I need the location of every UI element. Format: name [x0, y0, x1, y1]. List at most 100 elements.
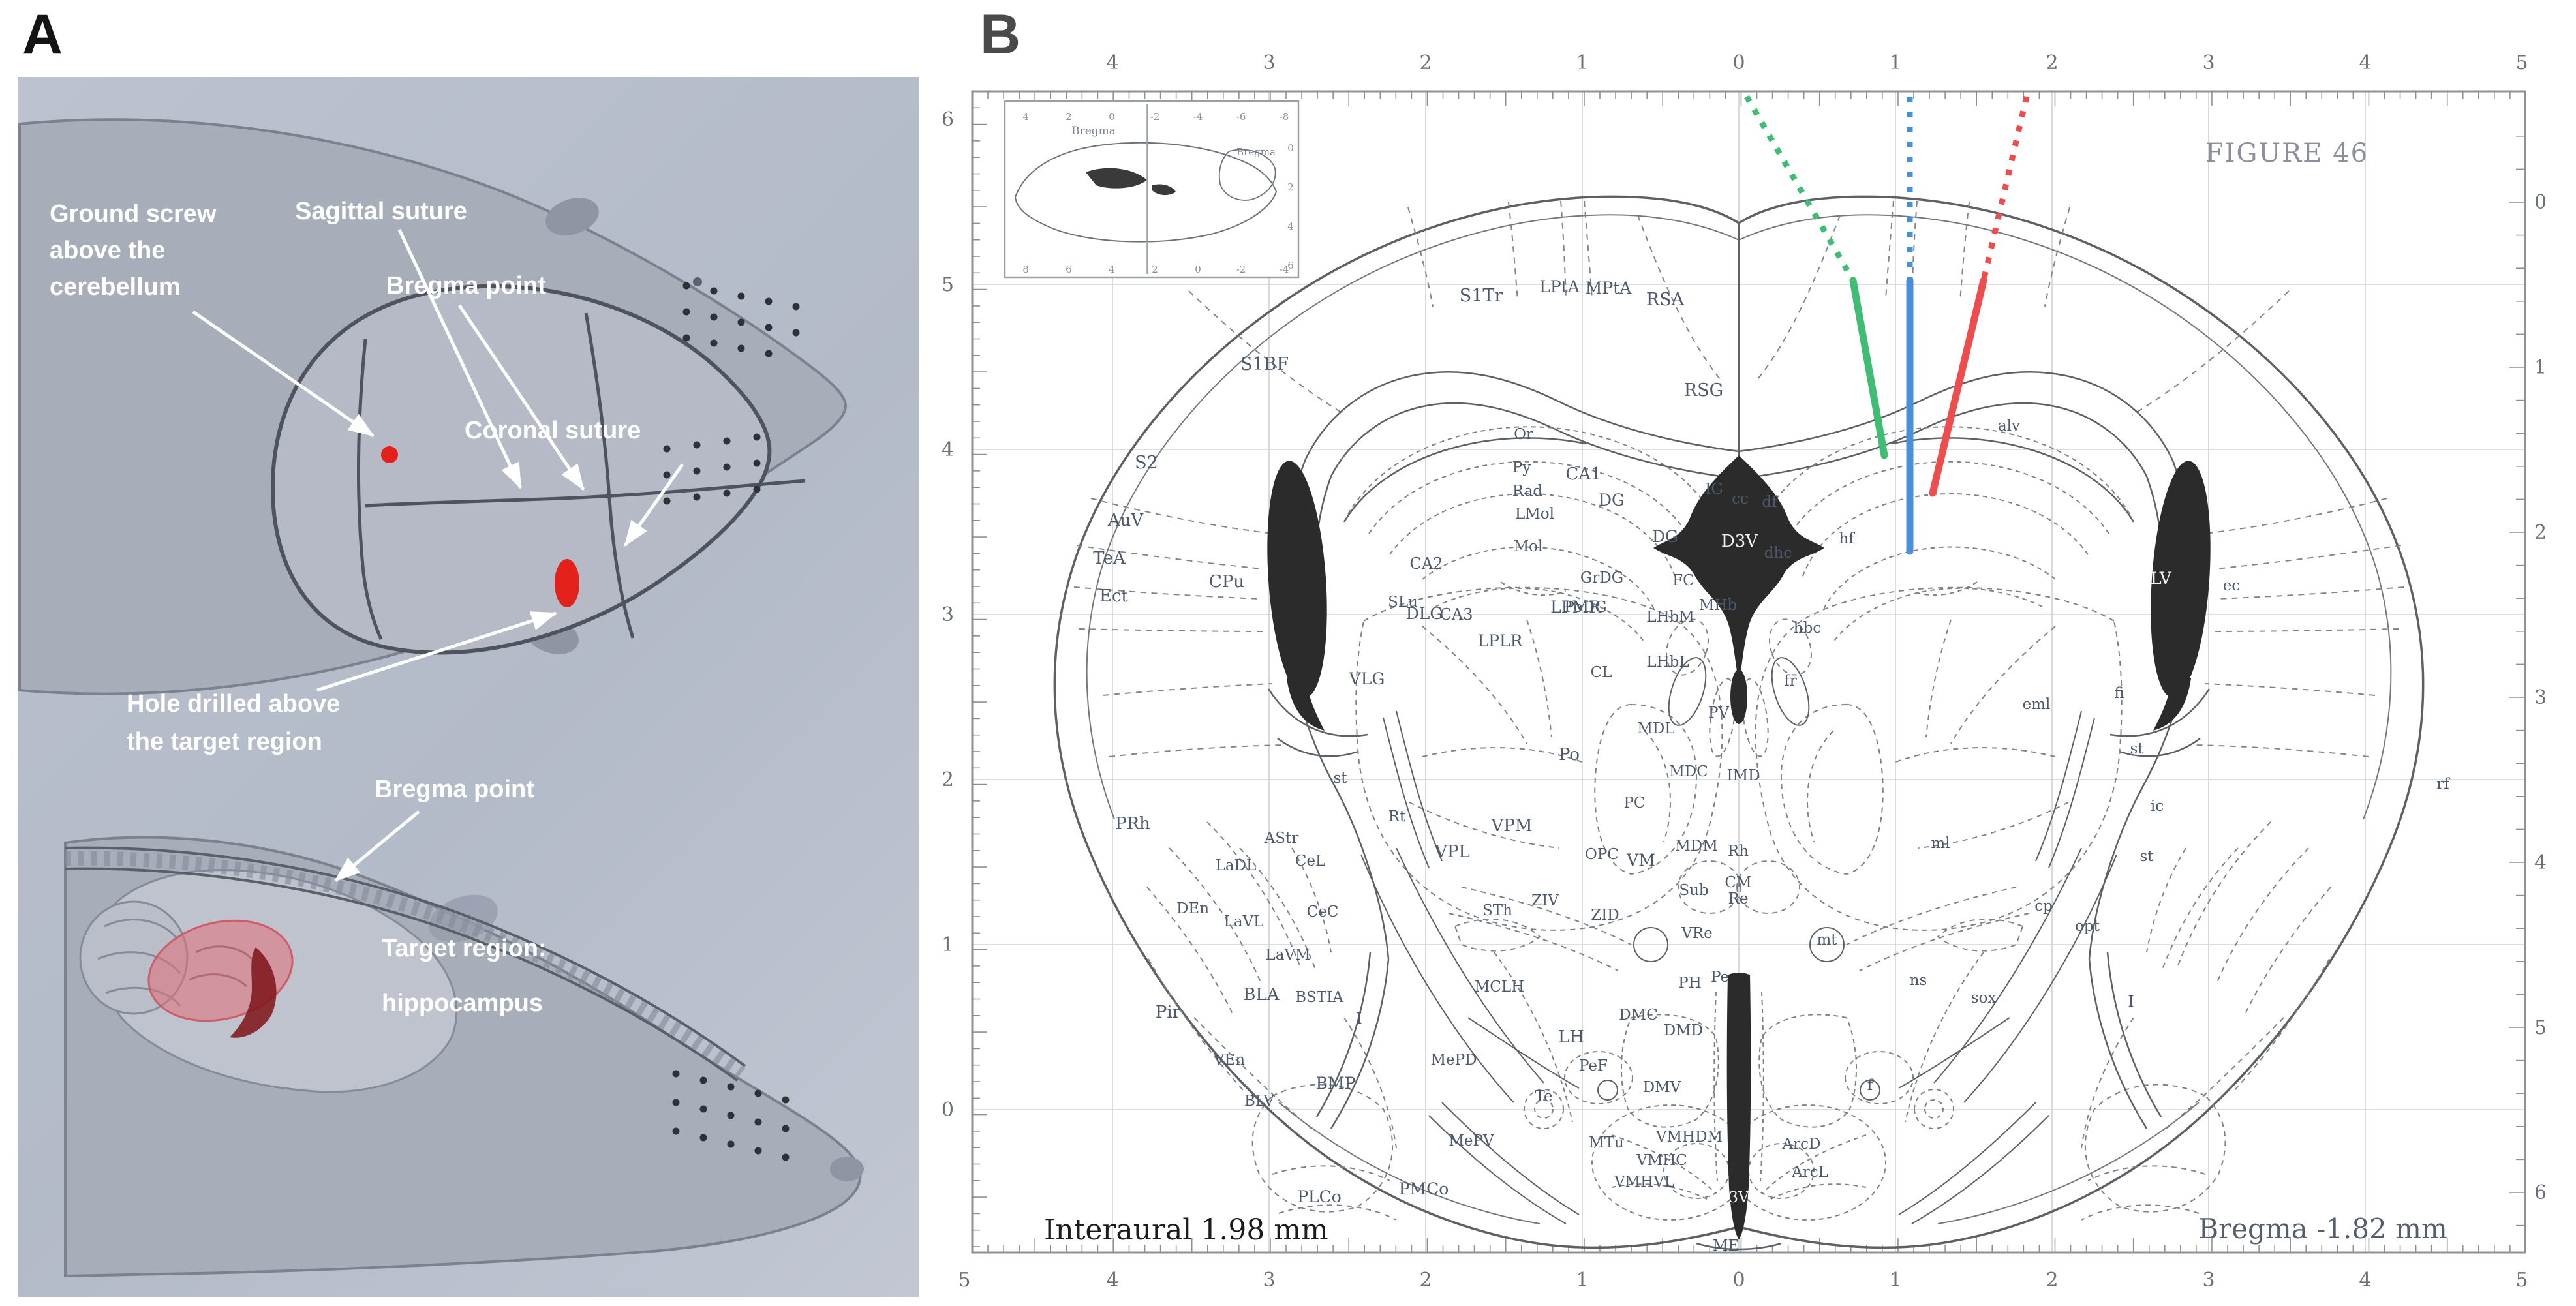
tick-layer: [972, 91, 2525, 1253]
axis-number-top: 5: [2515, 52, 2528, 74]
label-line: Coronal suture: [465, 417, 641, 444]
region-label-LPMR: LPMR: [1550, 598, 1602, 616]
axis-number-bottom: 3: [2202, 1269, 2215, 1292]
inset-number-bottom: 8: [1022, 264, 1029, 275]
region-label-MDL: MDL: [1637, 720, 1674, 737]
region-label-LV: LV: [2151, 569, 2172, 588]
whisker-dot: [737, 344, 745, 352]
region-label-DMC: DMC: [1619, 1007, 1658, 1024]
whisker-dot: [792, 329, 800, 337]
region-label-dhc: dhc: [1764, 545, 1792, 562]
bregma-point-label: Bregma point: [386, 267, 546, 304]
region-label-VLG: VLG: [1349, 669, 1385, 688]
region-label-LaVM: LaVM: [1265, 947, 1310, 964]
region-label-VPM: VPM: [1491, 816, 1533, 836]
inset-number-top: 2: [1066, 111, 1072, 123]
region-label-BLV: BLV: [1244, 1093, 1274, 1110]
region-label-LaDL: LaDL: [1216, 857, 1257, 874]
axis-number-right: 0: [2534, 191, 2547, 214]
region-label-PC: PC: [1623, 795, 1645, 812]
whisker-dot: [765, 350, 773, 357]
region-label-ec: ec: [2223, 577, 2241, 594]
region-label-LHbL: LHbL: [1646, 654, 1689, 671]
red-probe-dotted: [1980, 95, 2030, 282]
axis-number-top: 3: [1263, 52, 1275, 74]
whisker-dot: [765, 297, 773, 305]
region-label-Sub: Sub: [1679, 882, 1708, 899]
region-label-RSA: RSA: [1646, 290, 1685, 310]
bregma-arrow: [457, 304, 585, 491]
region-label-mt: mt: [1817, 932, 1837, 949]
region-label-Pe: Pe: [1711, 969, 1729, 986]
region-label-AuV: AuV: [1107, 511, 1144, 530]
region-label-PoDG: PoDG: [1564, 599, 1606, 616]
region-label-MCLH: MCLH: [1475, 979, 1524, 995]
coronal-arrow: [623, 463, 684, 547]
region-label-rf: rf: [2436, 776, 2450, 793]
whisker-dot: [737, 292, 745, 300]
region-label-ArcL: ArcL: [1791, 1164, 1828, 1181]
whisker-dots: [663, 282, 800, 505]
axis-number-left: 2: [942, 768, 954, 791]
region-label-DMD: DMD: [1664, 1022, 1703, 1039]
region-label-DMV: DMV: [1643, 1079, 1681, 1096]
whisker-dot: [710, 313, 718, 321]
probe-tracks: [1744, 95, 2030, 555]
region-label-CM: CM: [1725, 874, 1751, 891]
thalamus-solid: [1360, 657, 1707, 1224]
ground-screw-label: Ground screw above the cerebellum: [50, 196, 217, 305]
region-label-AStr: AStr: [1264, 830, 1299, 847]
region-label-ZID: ZID: [1591, 907, 1619, 924]
region-label-VM: VM: [1626, 851, 1655, 870]
sagittal-suture-label: Sagittal suture: [295, 193, 467, 230]
lateral-ventricle: [1267, 461, 1327, 698]
inset-bregma-right-label: Bregma: [1236, 146, 1276, 158]
label-line: Bregma point: [375, 776, 534, 803]
axis-number-top: 2: [1419, 52, 1432, 74]
whisker-dot: [753, 485, 761, 493]
whisker-dot: [682, 334, 690, 342]
region-label-hbc: hbc: [1794, 620, 1821, 637]
label-line: Sagittal suture: [295, 198, 467, 225]
region-label-Re: Re: [1728, 890, 1749, 907]
region-label-LaVL: LaVL: [1224, 913, 1264, 930]
region-label-ml: ml: [1931, 835, 1950, 852]
third-ventricle: [1726, 973, 1751, 1239]
whisker-dot: [753, 433, 761, 441]
stria-terminalis: [1315, 952, 1390, 1129]
axis-number-bottom: 1: [1889, 1269, 1901, 1292]
region-label-IG: IG: [1705, 481, 1723, 498]
region-label-Rh: Rh: [1728, 843, 1749, 860]
lateral-head-illustration: [64, 836, 864, 1278]
inset-number-right: 4: [1287, 220, 1294, 232]
region-label-Ect: Ect: [1099, 586, 1129, 606]
region-label-FC: FC: [1672, 572, 1694, 589]
axis-number-right: 3: [2534, 686, 2547, 709]
inset-number-bottom: -4: [1280, 264, 1289, 275]
axis-number-bottom: 3: [1263, 1269, 1275, 1292]
axis-number-top: 0: [1732, 52, 1745, 74]
whisker-dot: [693, 467, 701, 475]
axis-number-left: 4: [942, 438, 954, 461]
region-label-OPC: OPC: [1585, 846, 1619, 863]
region-label-CA3: CA3: [1440, 605, 1473, 624]
whisker-dot: [672, 1070, 680, 1078]
whisker-dot: [693, 493, 701, 501]
region-label-Rt: Rt: [1388, 808, 1406, 825]
region-label-MPtA: MPtA: [1586, 279, 1632, 297]
region-label-cp: cp: [2034, 898, 2053, 915]
inset-number-top: -8: [1280, 111, 1289, 123]
region-label-CeL: CeL: [1295, 853, 1325, 870]
green-probe-solid: [1849, 277, 1888, 459]
region-label-Rad: Rad: [1512, 483, 1543, 500]
region-label-DG: DG: [1599, 491, 1625, 509]
whisker-dot: [693, 441, 701, 449]
region-label-PRh: PRh: [1115, 814, 1150, 834]
axis-number-top: 1: [1576, 52, 1588, 74]
region-label-D3V: D3V: [1721, 532, 1758, 551]
inset-number-bottom: 4: [1109, 264, 1115, 275]
axis-number-bottom: 5: [958, 1269, 970, 1292]
